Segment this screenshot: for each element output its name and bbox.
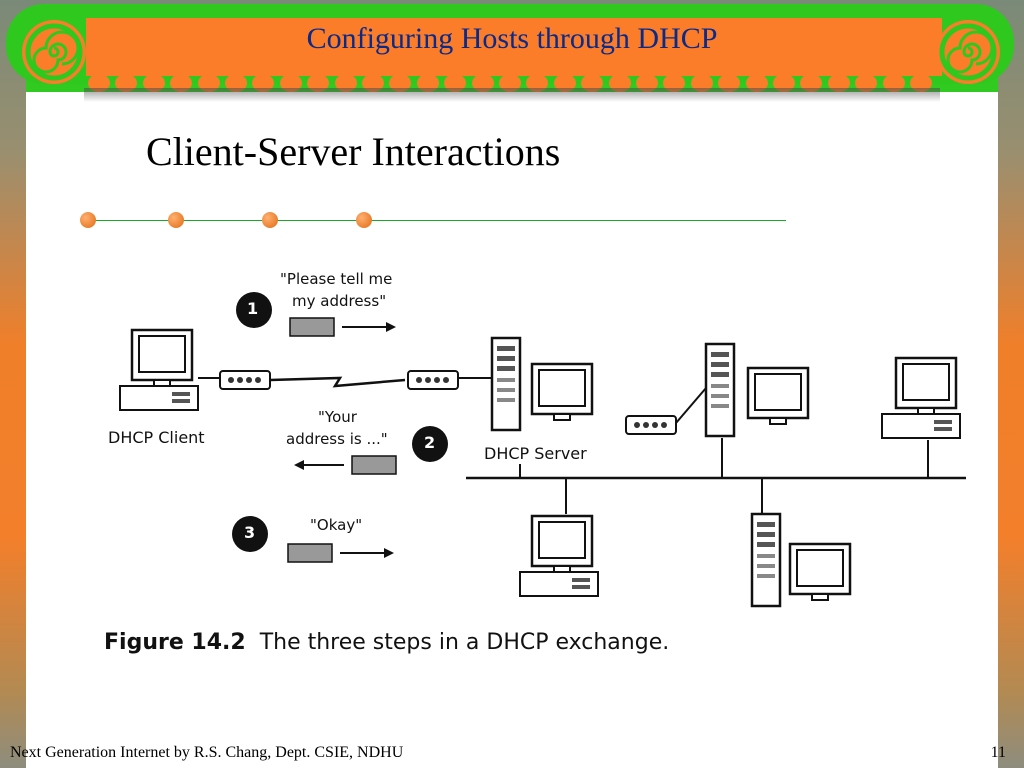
header-title: Configuring Hosts through DHCP — [306, 22, 718, 55]
packet-icon — [287, 543, 333, 563]
scallop — [690, 74, 713, 92]
step-3-label: "Okay" — [310, 516, 363, 534]
scallop — [882, 74, 905, 92]
scallop — [663, 74, 686, 92]
lan-server-icon — [704, 342, 810, 438]
step-3-number: 3 — [244, 523, 256, 542]
scallop — [416, 74, 439, 92]
scallop — [279, 74, 302, 92]
scallop — [307, 74, 330, 92]
client-computer-icon — [119, 328, 199, 411]
scallop — [225, 74, 247, 92]
lan-server-bottom-icon — [750, 512, 852, 608]
step-3-marker — [232, 516, 268, 552]
dhcp-figure: 1 2 3 "Please tell me my address" "Your … — [100, 238, 982, 668]
scallop — [115, 74, 138, 92]
scallop — [197, 74, 220, 92]
scallop — [444, 74, 467, 92]
header-banner — [6, 4, 1014, 84]
scallop — [718, 74, 741, 92]
server-modem-icon — [407, 370, 459, 390]
rule-dot — [262, 212, 278, 228]
scallop — [827, 74, 850, 92]
dhcp-server-label: DHCP Server — [484, 444, 587, 463]
scallop-border — [84, 72, 936, 94]
step-1-label-line2: my address" — [292, 292, 387, 310]
phone-line — [269, 376, 406, 388]
rule-dot — [356, 212, 372, 228]
scallop — [499, 74, 521, 92]
slide-title: Client-Server Interactions — [146, 129, 561, 174]
scallop — [581, 74, 604, 92]
scallop — [389, 74, 412, 92]
step-1-marker — [236, 292, 272, 328]
scallop — [855, 74, 878, 92]
dhcp-client-label: DHCP Client — [108, 428, 205, 447]
lan-workstation-bottom-icon — [519, 514, 599, 597]
page-number: 11 — [990, 744, 1006, 761]
scallop — [800, 74, 823, 92]
spiral-left-icon — [22, 20, 86, 84]
scallop — [526, 74, 549, 92]
scallop — [88, 74, 110, 92]
scallop — [142, 74, 165, 92]
spiral-right-icon — [936, 20, 1000, 84]
step-2-label-line2: address is ..." — [286, 430, 388, 448]
scallop — [334, 74, 357, 92]
packet-icon — [289, 317, 335, 337]
title-rule — [84, 220, 786, 221]
lan-workstation-right-icon — [881, 356, 961, 439]
scallop — [252, 74, 275, 92]
figure-caption: Figure 14.2 The three steps in a DHCP exc… — [104, 630, 669, 655]
figure-caption-number: Figure 14.2 — [104, 630, 246, 655]
scallop — [773, 74, 795, 92]
scallop — [471, 74, 494, 92]
scallop — [745, 74, 768, 92]
step-2-number: 2 — [424, 433, 436, 452]
packet-icon — [351, 455, 397, 475]
scallop — [553, 74, 576, 92]
step-2-marker — [412, 426, 448, 462]
step-2-label-line1: "Your — [318, 408, 357, 426]
dhcp-diagram-graphics — [119, 292, 966, 608]
lan-modem-icon — [625, 415, 677, 435]
footer-source: Next Generation Internet by R.S. Chang, … — [10, 744, 404, 761]
rule-dot — [80, 212, 96, 228]
scallop — [636, 74, 658, 92]
scallop — [170, 74, 193, 92]
scallop — [362, 74, 384, 92]
rule-dot — [168, 212, 184, 228]
scallop — [608, 74, 631, 92]
figure-caption-text: The three steps in a DHCP exchange. — [259, 630, 670, 655]
scallop — [910, 74, 932, 92]
client-modem-icon — [219, 370, 271, 390]
header-orange-band — [86, 18, 942, 76]
header-shadow — [84, 88, 940, 102]
dhcp-server-icon — [490, 336, 594, 432]
step-1-label-line1: "Please tell me — [280, 270, 393, 288]
step-1-number: 1 — [247, 299, 259, 318]
